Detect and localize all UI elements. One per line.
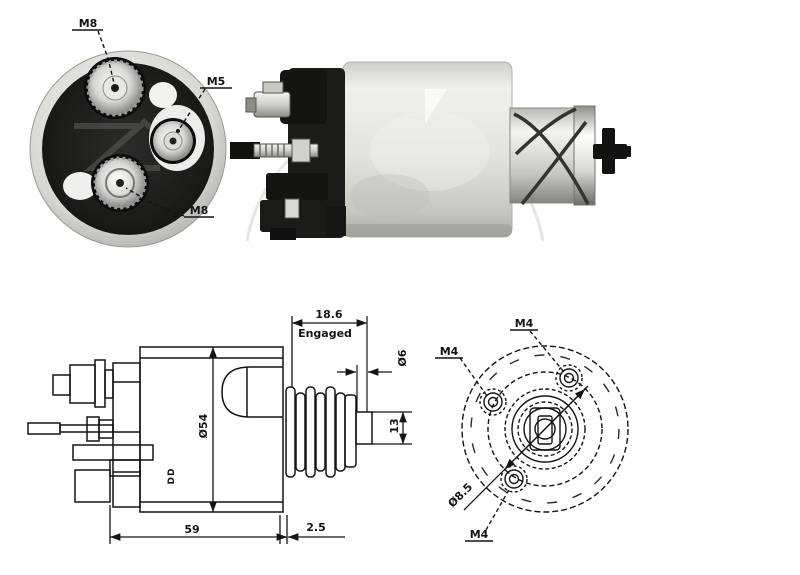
dim-end-clearance: 2.5	[306, 521, 326, 534]
cap-top-block	[280, 70, 327, 124]
bore-dimension	[463, 385, 589, 511]
terminal-side-cap	[149, 82, 177, 108]
dim-body-length: 59	[184, 523, 199, 536]
body-marking: DD	[167, 468, 177, 485]
bracket-washer	[284, 198, 300, 219]
plunger-dome	[221, 366, 283, 418]
lower-bracket	[266, 173, 328, 200]
terminal-view-svg: M8 M5 M8	[29, 17, 232, 248]
terminal-bottom-boss	[63, 172, 97, 200]
terminal-side-stud	[150, 118, 196, 164]
dim-pin-diameter: Ø6	[396, 349, 409, 366]
bore-label: Ø8.5	[446, 481, 476, 511]
cap-assembly	[230, 68, 346, 240]
core-and-spring	[509, 105, 596, 206]
bellows-boot	[285, 386, 357, 478]
flag-terminal	[230, 142, 260, 159]
top-nut	[253, 91, 291, 118]
section-drawing-svg: 18.6 Engaged Ø6 Ø54 13 59 2.5 DD	[27, 308, 412, 544]
body-highlight	[425, 89, 447, 124]
flange-view-panel: M4 M4 M4 Ø8.5	[430, 292, 680, 575]
plunger-hook	[593, 128, 631, 174]
dimension-lines	[109, 316, 412, 544]
terminal-bottom-label: M8	[190, 204, 209, 217]
hole-top-label: M4	[515, 317, 534, 330]
terminal-bottom-stud	[91, 154, 149, 212]
terminal-leaders	[72, 29, 232, 218]
bolt-circle	[487, 371, 603, 487]
dim-pin-height: 13	[388, 418, 401, 433]
plunger-ring	[573, 105, 596, 206]
dim-engaged-value: 18.6	[315, 308, 342, 321]
plunger-pin	[355, 411, 373, 445]
center-hole	[529, 407, 561, 451]
flange-leaders	[435, 329, 565, 542]
hole-left-label: M4	[440, 345, 459, 358]
flange-view-svg: M4 M4 M4 Ø8.5	[435, 317, 629, 542]
terminal-top-label: M8	[79, 17, 98, 30]
end-cap-outline	[112, 362, 141, 508]
hole-bottom-label: M4	[470, 528, 489, 541]
solenoid-body	[342, 61, 513, 238]
stud-cluster	[27, 359, 154, 503]
photo-svg	[230, 61, 631, 418]
body-outline	[139, 346, 284, 513]
photo-panel	[230, 56, 655, 418]
stud-nut	[291, 138, 311, 163]
dim-engaged-label: Engaged	[298, 327, 352, 340]
flange-outer-circle	[461, 345, 629, 513]
dim-body-diameter: Ø54	[197, 413, 210, 438]
terminal-side-label: M5	[207, 75, 226, 88]
return-spring	[513, 107, 590, 206]
section-drawing-panel: 18.6 Engaged Ø6 Ø54 13 59 2.5 DD	[0, 292, 435, 575]
flange-circles	[461, 345, 629, 513]
terminal-view-panel: M8 M5 M8	[22, 8, 237, 250]
mounting-holes	[479, 364, 583, 493]
